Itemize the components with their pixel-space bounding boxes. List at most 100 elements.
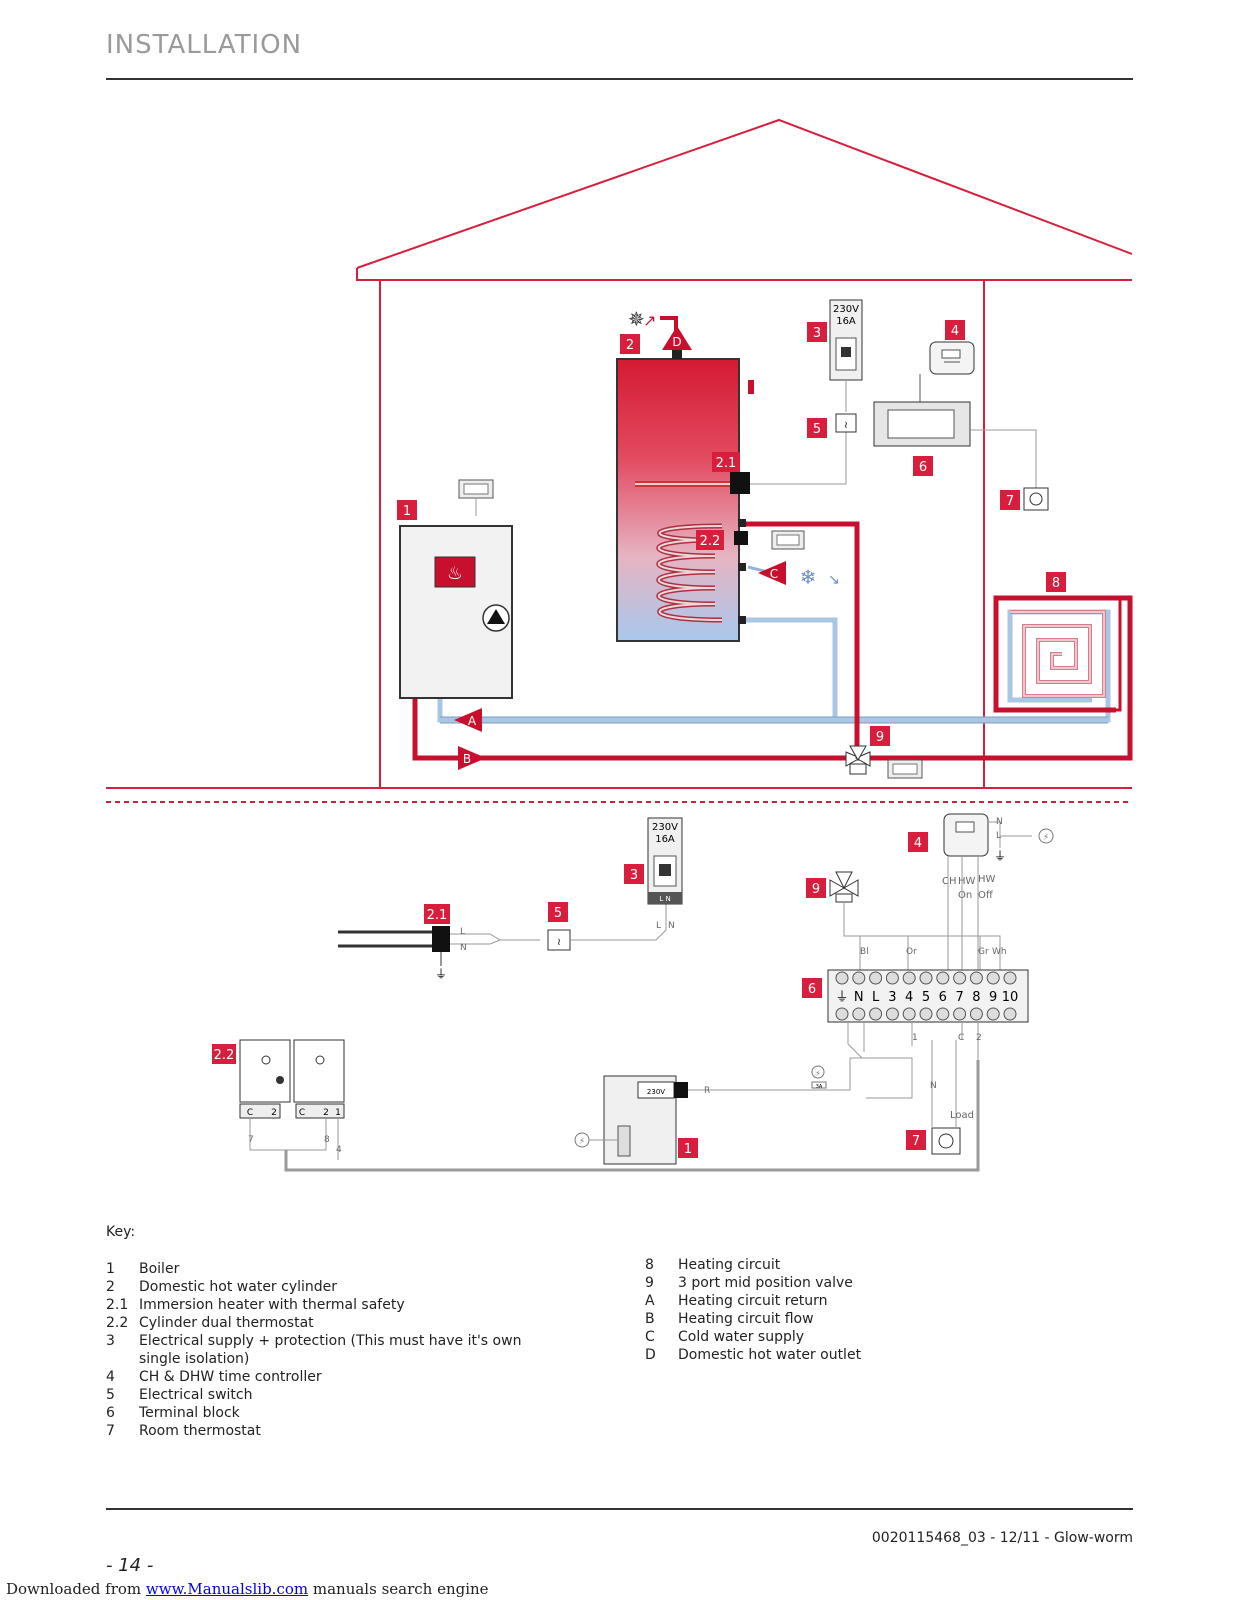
svg-text:9: 9 bbox=[812, 882, 820, 897]
switch-icon bbox=[835, 413, 857, 433]
key-item-text: Room thermostat bbox=[139, 1423, 261, 1439]
key-item-number: 6 bbox=[106, 1405, 115, 1421]
svg-text:HW: HW bbox=[978, 874, 996, 885]
terminal-screw bbox=[936, 1007, 950, 1021]
terminal-number: N bbox=[854, 990, 864, 1005]
terminal-screw bbox=[902, 971, 916, 985]
badge-7-upper bbox=[1000, 490, 1020, 510]
terminal-number: 7 bbox=[955, 990, 963, 1005]
terminal-screw bbox=[986, 1007, 1000, 1021]
svg-text:1: 1 bbox=[335, 1108, 341, 1118]
svg-text:2: 2 bbox=[271, 1108, 277, 1118]
key-item-text: Terminal block bbox=[139, 1405, 240, 1421]
earth-icon: ⏚ bbox=[435, 967, 447, 981]
svg-text:⚡: ⚡ bbox=[579, 1137, 585, 1147]
installation-diagram: ♨ = ❄ ↘ ✵ ↗ bbox=[106, 118, 1133, 1172]
terminal-number: 3 bbox=[888, 990, 896, 1005]
key-item-number: A bbox=[645, 1293, 655, 1309]
svg-text:N: N bbox=[996, 817, 1003, 827]
immersion-head-icon bbox=[730, 472, 750, 494]
boiler: ♨ bbox=[399, 479, 513, 699]
supply-lightning-icon bbox=[1038, 828, 1054, 844]
hot-outlet: ✵ ↗ bbox=[628, 307, 678, 349]
svg-text:≀: ≀ bbox=[557, 937, 561, 948]
svg-text:N: N bbox=[930, 1081, 937, 1091]
relief-valve-icon bbox=[748, 380, 754, 394]
badge-9-upper bbox=[870, 726, 890, 746]
svg-text:Load: Load bbox=[950, 1110, 974, 1121]
svg-text:3: 3 bbox=[630, 868, 638, 883]
key-item-text: Electrical switch bbox=[139, 1387, 253, 1403]
key-item-number: 3 bbox=[106, 1333, 115, 1349]
svg-text:Wh: Wh bbox=[992, 947, 1007, 957]
svg-text:5: 5 bbox=[554, 906, 562, 921]
key-item-number: 2.2 bbox=[106, 1315, 129, 1331]
key-item-text: Electrical supply + protection (This mus… bbox=[139, 1333, 522, 1367]
terminal-screw bbox=[835, 971, 849, 985]
badge-6-lower bbox=[802, 978, 822, 998]
key-item-text: 3 port mid position valve bbox=[678, 1275, 853, 1291]
svg-text:2.2: 2.2 bbox=[214, 1048, 235, 1063]
key-item-text: Immersion heater with thermal safety bbox=[139, 1297, 405, 1313]
svg-text:⚡: ⚡ bbox=[815, 1069, 821, 1078]
flow-marker-D: D bbox=[662, 326, 692, 350]
svg-text:16A: 16A bbox=[655, 834, 675, 845]
key-item: 6 Terminal block bbox=[106, 1404, 549, 1422]
cylinder-thermostat-lower: C 2 C 2 1 7 8 4 bbox=[239, 1039, 345, 1160]
snowflake-icon: ❄ bbox=[800, 565, 817, 589]
download-suffix: manuals search engine bbox=[308, 1580, 489, 1598]
svg-text:6: 6 bbox=[808, 982, 816, 997]
header-rule bbox=[106, 78, 1133, 80]
key-item-number: 1 bbox=[106, 1261, 115, 1277]
svg-text:HW: HW bbox=[958, 876, 976, 887]
key-item-number: 5 bbox=[106, 1387, 115, 1403]
terminal-screw bbox=[919, 1007, 933, 1021]
svg-text:Gr: Gr bbox=[978, 947, 989, 957]
page-number: - 14 - bbox=[106, 1555, 154, 1576]
three-port-valve-lower: Bl Or Gr Wh bbox=[829, 871, 1007, 972]
svg-text:A: A bbox=[468, 714, 477, 728]
three-port-valve-upper bbox=[845, 745, 923, 779]
svg-text:CH: CH bbox=[942, 876, 957, 887]
svg-text:C: C bbox=[247, 1108, 253, 1118]
badge-4-upper bbox=[945, 320, 965, 340]
document-reference: 0020115468_03 - 12/11 - Glow-worm bbox=[871, 1530, 1133, 1546]
svg-text:D: D bbox=[672, 335, 681, 349]
terminal-screw bbox=[919, 971, 933, 985]
page-title: INSTALLATION bbox=[106, 30, 303, 60]
controller-lower: N L ⚡ ⏚ CH HW HW On Off bbox=[942, 813, 1054, 972]
badge-8-upper bbox=[1046, 572, 1066, 592]
terminal-screw bbox=[969, 971, 983, 985]
badge-2.1-upper bbox=[712, 452, 740, 472]
flame-icon: ♨ bbox=[447, 563, 463, 584]
terminal-screw bbox=[869, 1007, 883, 1021]
badge-1-upper bbox=[397, 500, 417, 520]
svg-text:2: 2 bbox=[976, 1033, 982, 1043]
badge-2-upper bbox=[620, 334, 640, 354]
svg-text:Bl: Bl bbox=[860, 947, 869, 957]
download-prefix: Downloaded from bbox=[6, 1580, 146, 1598]
key-item-text: Cylinder dual thermostat bbox=[139, 1315, 314, 1331]
controller-upper bbox=[873, 341, 1049, 511]
svg-text:C: C bbox=[958, 1033, 964, 1043]
badge-5-upper bbox=[807, 418, 827, 438]
svg-text:L: L bbox=[656, 921, 661, 931]
svg-text:B: B bbox=[463, 752, 471, 766]
terminal-screw bbox=[852, 1007, 866, 1021]
tap-hot-icon: ↗ bbox=[643, 311, 656, 330]
badge-4-lower bbox=[908, 832, 928, 852]
svg-text:L: L bbox=[460, 927, 465, 937]
svg-text:6: 6 bbox=[919, 460, 927, 475]
svg-text:L N: L N bbox=[659, 895, 670, 903]
supply-lower: 230V 16A L N bbox=[647, 817, 683, 905]
terminal-screw bbox=[852, 971, 866, 985]
sun-icon: ✵ bbox=[628, 307, 645, 331]
key-item-number: 8 bbox=[645, 1257, 654, 1273]
svg-text:Off: Off bbox=[978, 890, 994, 901]
manualslib-link[interactable]: www.Manualslib.com bbox=[145, 1580, 309, 1598]
